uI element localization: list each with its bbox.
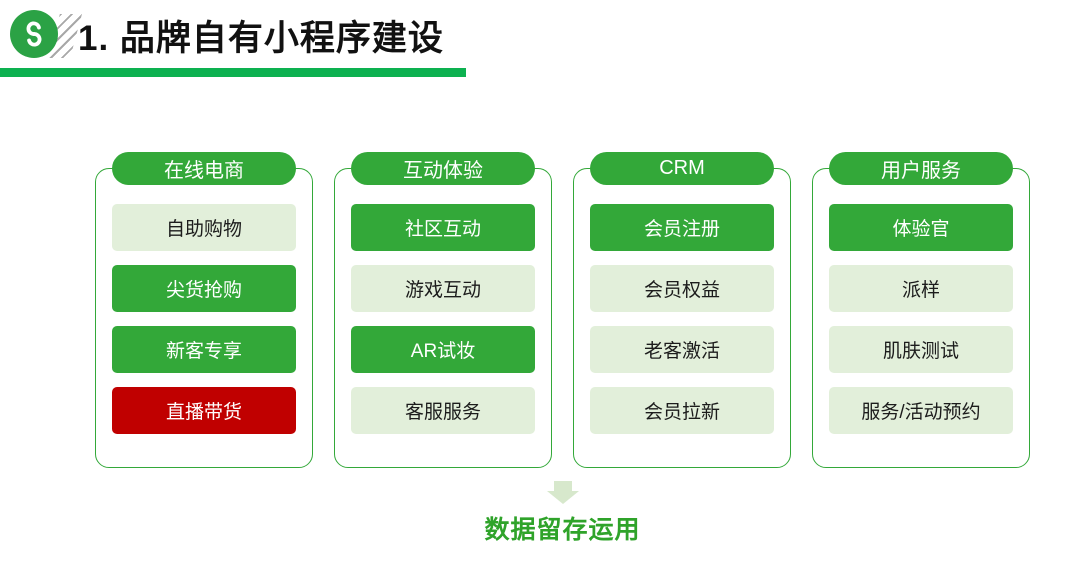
logo <box>10 8 88 68</box>
feature-item: 会员注册 <box>590 204 774 251</box>
feature-item: 社区互动 <box>351 204 535 251</box>
category-header: 用户服务 <box>829 152 1013 185</box>
category-card-crm: CRM 会员注册 会员权益 老客激活 会员拉新 <box>573 152 791 470</box>
category-card-user-service: 用户服务 体验官 派样 肌肤测试 服务/活动预约 <box>812 152 1030 470</box>
page-title: 1. 品牌自有小程序建设 <box>78 19 444 58</box>
title-underline-bar <box>0 68 466 77</box>
item-list: 社区互动 游戏互动 AR试妆 客服服务 <box>351 204 535 434</box>
category-columns: 在线电商 自助购物 尖货抢购 新客专享 直播带货 互动体验 社区互动 游戏互动 … <box>95 152 1030 470</box>
feature-item: 直播带货 <box>112 387 296 434</box>
item-list: 会员注册 会员权益 老客激活 会员拉新 <box>590 204 774 434</box>
category-header: CRM <box>590 152 774 185</box>
wechat-miniprogram-icon <box>10 10 58 58</box>
item-list: 体验官 派样 肌肤测试 服务/活动预约 <box>829 204 1013 434</box>
feature-item: 体验官 <box>829 204 1013 251</box>
feature-item: 肌肤测试 <box>829 326 1013 373</box>
feature-item: 新客专享 <box>112 326 296 373</box>
feature-item: 尖货抢购 <box>112 265 296 312</box>
category-header: 互动体验 <box>351 152 535 185</box>
feature-item: 派样 <box>829 265 1013 312</box>
category-card-interactive-experience: 互动体验 社区互动 游戏互动 AR试妆 客服服务 <box>334 152 552 470</box>
category-card-online-ecommerce: 在线电商 自助购物 尖货抢购 新客专享 直播带货 <box>95 152 313 470</box>
feature-item: 客服服务 <box>351 387 535 434</box>
footer-label: 数据留存运用 <box>484 516 641 544</box>
feature-item: 老客激活 <box>590 326 774 373</box>
feature-item: 会员拉新 <box>590 387 774 434</box>
category-header: 在线电商 <box>112 152 296 185</box>
feature-item: 会员权益 <box>590 265 774 312</box>
feature-item: AR试妆 <box>351 326 535 373</box>
down-arrow-icon <box>546 481 579 504</box>
feature-item: 游戏互动 <box>351 265 535 312</box>
feature-item: 自助购物 <box>112 204 296 251</box>
feature-item: 服务/活动预约 <box>829 387 1013 434</box>
item-list: 自助购物 尖货抢购 新客专享 直播带货 <box>112 204 296 434</box>
footer: 数据留存运用 <box>95 481 1030 546</box>
